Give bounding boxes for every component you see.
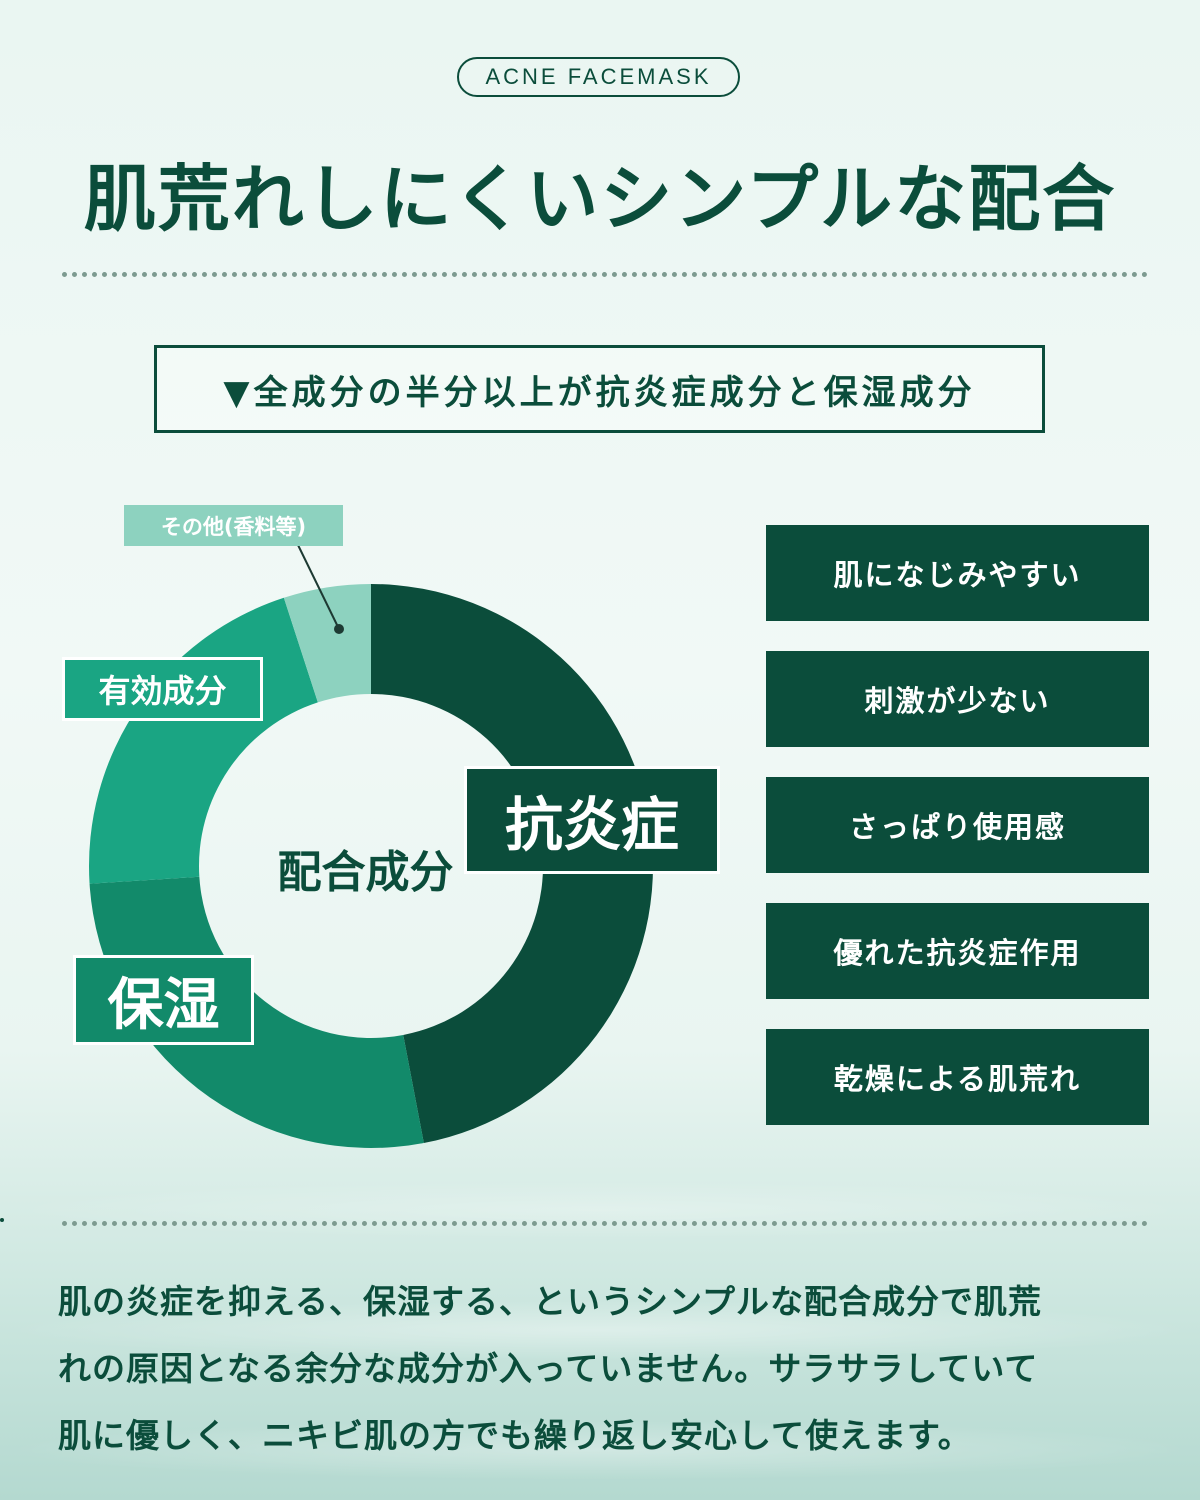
subtitle-box: ▼全成分の半分以上が抗炎症成分と保湿成分 [154,345,1045,433]
dotted-divider [62,272,1148,277]
slice-label-moisture: 保湿 [73,955,254,1045]
feature-item: 肌になじみやすい [766,525,1149,621]
brand-badge: ACNE FACEMASK [457,57,740,97]
donut-center-label: 配合成分 [277,847,454,898]
slice-moisture [89,876,424,1148]
water-ripple [0,1300,1200,1360]
page-title: 肌荒れしにくいシンプルな配合 [83,157,1117,241]
slice-label-active: 有効成分 [62,657,263,721]
feature-item: 優れた抗炎症作用 [766,903,1149,999]
edge-dot [0,1218,4,1222]
description-line: れの原因となる余分な成分が入っていません。サラサラしていて [58,1349,1039,1388]
dotted-divider [62,1221,1148,1226]
feature-item: 刺激が少ない [766,651,1149,747]
leader-dot [334,624,344,634]
description: 肌の炎症を抑える、保湿する、というシンプルな配合成分で肌荒 れの原因となる余分な… [58,1268,1158,1469]
leader-line [297,544,340,630]
water-ripple [0,1420,1200,1480]
feature-item: さっぱり使用感 [766,777,1149,873]
slice-other [283,584,371,703]
slice-anti-inflammatory [371,584,654,1144]
slice-label-other: その他(香料等) [124,505,343,546]
description-line: 肌の炎症を抑える、保湿する、というシンプルな配合成分で肌荒 [58,1282,1043,1321]
description-line: 肌に優しく、ニキビ肌の方でも繰り返し安心して使えます。 [58,1416,972,1455]
feature-item: 乾燥による肌荒れ [766,1029,1149,1125]
slice-label-anti-inflammatory: 抗炎症 [464,766,720,874]
water-ripple [0,1180,1200,1240]
